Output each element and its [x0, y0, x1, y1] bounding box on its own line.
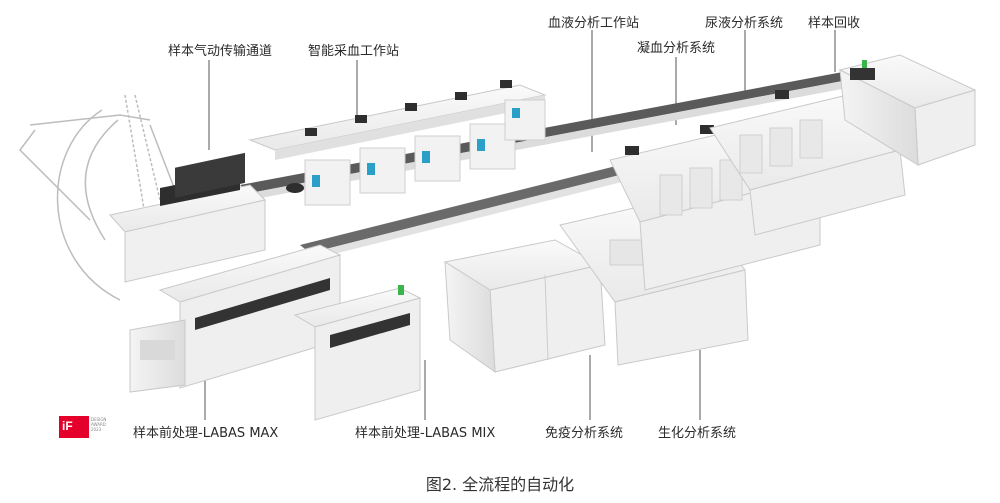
label-immunoassay-system: 免疫分析系统 [545, 425, 623, 441]
label-labas-max: 样本前处理-LABAS MAX [133, 425, 278, 441]
if-logo-text: iF [62, 419, 73, 433]
pneumatic-station-unit [109, 152, 266, 283]
label-labas-mix: 样本前处理-LABAS MIX [355, 425, 495, 441]
immuno-analyzers [443, 239, 606, 374]
label-hematology-station: 血液分析工作站 [548, 16, 639, 31]
label-smart-blood-station: 智能采血工作站 [308, 44, 399, 59]
smart-blood-collection-stations [248, 80, 547, 206]
award-text: DESIGN AWARD 2023 [91, 417, 107, 432]
label-sample-recovery: 样本回收 [808, 16, 860, 31]
if-award-logo: iF [59, 416, 89, 438]
label-coagulation-system: 凝血分析系统 [637, 40, 715, 56]
label-urine-system: 尿液分析系统 [705, 16, 783, 31]
pneumatic-tubes [19, 94, 176, 301]
label-biochemistry-system: 生化分析系统 [658, 426, 736, 441]
labas-mix-unit [293, 285, 422, 421]
sample-recovery-unit [838, 54, 977, 166]
label-pneumatic-channel: 样本气动传输通道 [168, 43, 272, 59]
figure-caption: 图2. 全流程的自动化 [425, 475, 575, 494]
